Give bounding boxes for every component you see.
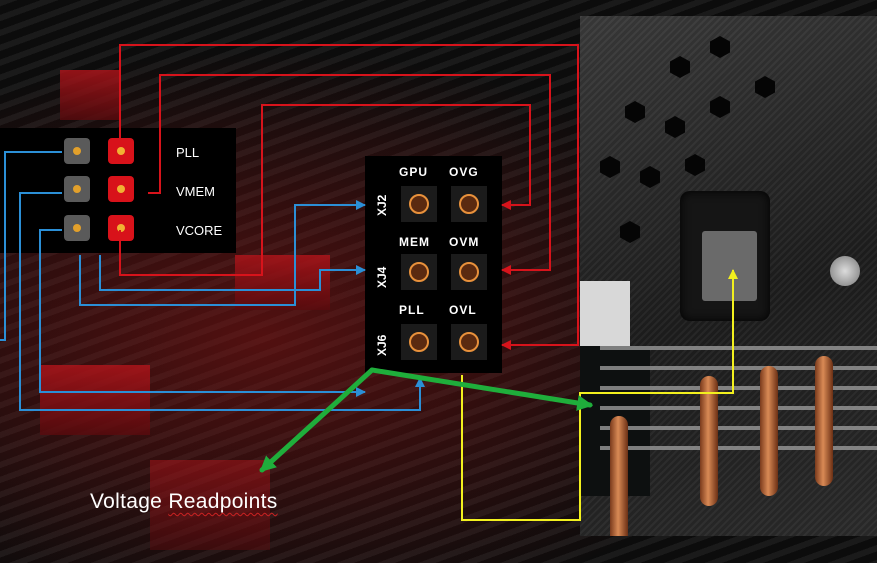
vent-hole xyxy=(710,96,730,118)
chip xyxy=(702,231,757,301)
fin xyxy=(600,426,877,430)
red-wire-vmem xyxy=(148,74,551,275)
legend-label-pll: PLL xyxy=(176,145,200,160)
legend-label-vcore: VCORE xyxy=(176,223,223,238)
heat-pipe xyxy=(610,416,628,536)
readpoint-label-ovm: OVM xyxy=(449,235,480,249)
fin xyxy=(600,386,877,390)
red-wire-pll xyxy=(119,44,579,350)
vent-hole xyxy=(600,156,620,178)
jumper-block-photo xyxy=(40,365,150,435)
fin xyxy=(600,366,877,370)
vent-hole xyxy=(640,166,660,188)
screw xyxy=(830,256,860,286)
slot-photo xyxy=(60,70,120,120)
readpoint-label-mem: MEM xyxy=(399,235,430,249)
fin xyxy=(600,406,877,410)
readpoint-pad xyxy=(451,324,487,360)
heat-pipe xyxy=(815,356,833,486)
heat-pipe xyxy=(760,366,778,496)
jumper-block-photo xyxy=(235,255,330,310)
readpoint-pad xyxy=(401,324,437,360)
vent-hole xyxy=(620,221,640,243)
heatsink-photo xyxy=(580,16,877,536)
readpoint-header: GPU OVG MEM OVM PLL OVL XJ2 XJ4 XJ6 xyxy=(365,156,502,373)
jumper-pin xyxy=(108,176,134,202)
vent-hole xyxy=(685,154,705,176)
readpoint-pad xyxy=(401,254,437,290)
readpoint-pad xyxy=(401,186,437,222)
blue-wire-vcore xyxy=(39,229,366,397)
caption-readpoints: Readpoints xyxy=(168,490,278,513)
readpoint-pad xyxy=(451,186,487,222)
blue-wire-pll xyxy=(0,151,62,341)
caption-prefix: Voltage xyxy=(90,490,169,513)
readpoint-pad xyxy=(451,254,487,290)
jumper-pin xyxy=(64,176,90,202)
red-wire-vcore xyxy=(119,104,531,276)
vent-hole xyxy=(625,101,645,123)
blue-wire-vmem xyxy=(19,192,425,411)
green-arrow-heatsink xyxy=(369,367,594,411)
slot-photo xyxy=(150,460,270,550)
yellow-wire xyxy=(461,269,738,521)
readpoint-label-pll: PLL xyxy=(399,303,425,317)
vent-hole xyxy=(710,36,730,58)
fin xyxy=(600,446,877,450)
green-arrow-caption xyxy=(259,367,375,473)
jumper-pin xyxy=(108,138,134,164)
vent-hole xyxy=(665,116,685,138)
fin xyxy=(600,346,877,350)
readpoint-label-ovl: OVL xyxy=(449,303,477,317)
heat-pipe xyxy=(700,376,718,506)
legend-label-vmem: VMEM xyxy=(176,184,215,199)
blue-wire-mem xyxy=(99,255,366,291)
vent-hole xyxy=(755,76,775,98)
readpoint-label-ovg: OVG xyxy=(449,165,479,179)
jumper-pin xyxy=(64,138,90,164)
vent-hole xyxy=(670,56,690,78)
readpoint-label-gpu: GPU xyxy=(399,165,429,179)
jumper-pin xyxy=(64,215,90,241)
blue-wire-gpu xyxy=(79,200,366,306)
caption: Voltage Readpoints xyxy=(90,490,278,514)
